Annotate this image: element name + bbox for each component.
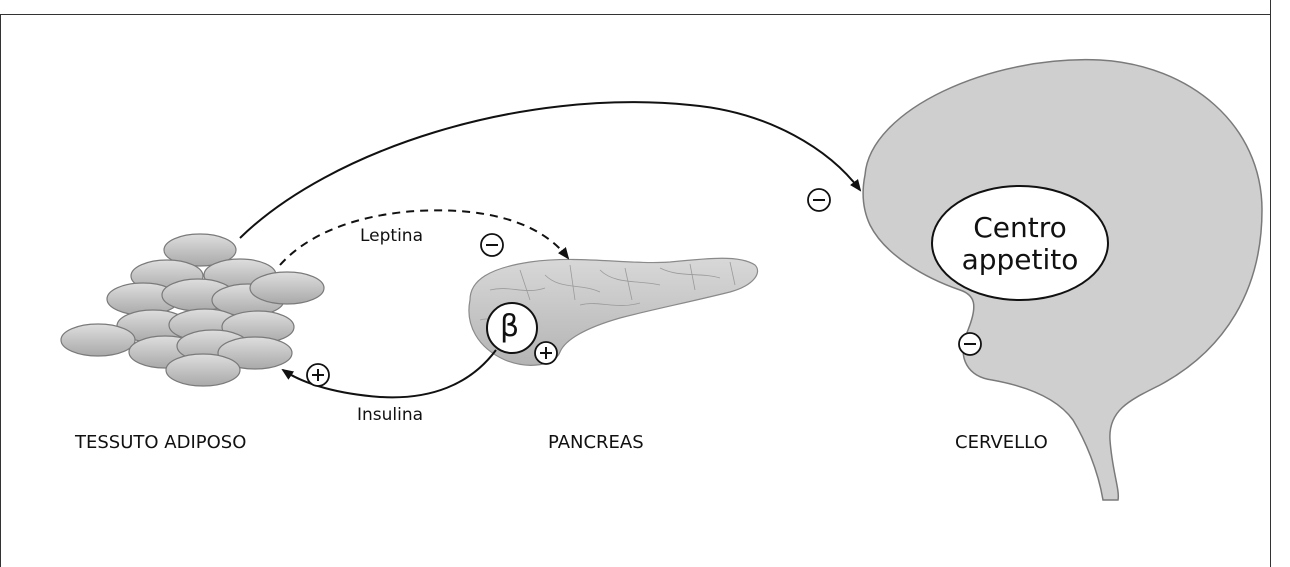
leptin-to-pancreas-arrow (280, 210, 568, 265)
brain-shape (863, 60, 1262, 500)
minus-sign-pancreas (481, 234, 503, 256)
pancreas-label: PANCREAS (548, 432, 644, 453)
beta-cell-label: β (500, 309, 519, 344)
appetite-center-label: Centro appetito (945, 212, 1095, 276)
minus-sign-brain-entry (808, 189, 830, 211)
minus-sign-brain-lower (959, 333, 981, 355)
leptin-label: Leptina (360, 226, 423, 246)
adipose-tissue-label: TESSUTO ADIPOSO (75, 432, 246, 453)
appetite-center-line2: appetito (945, 244, 1095, 276)
brain-label: CERVELLO (955, 432, 1048, 453)
appetite-center-line1: Centro (945, 212, 1095, 244)
plus-sign-pancreas (535, 342, 557, 364)
insulin-label: Insulina (357, 405, 423, 425)
adipose-tissue-cells (61, 234, 324, 386)
leptin-to-brain-arrow (240, 102, 860, 238)
plus-sign-adipose (307, 364, 329, 386)
